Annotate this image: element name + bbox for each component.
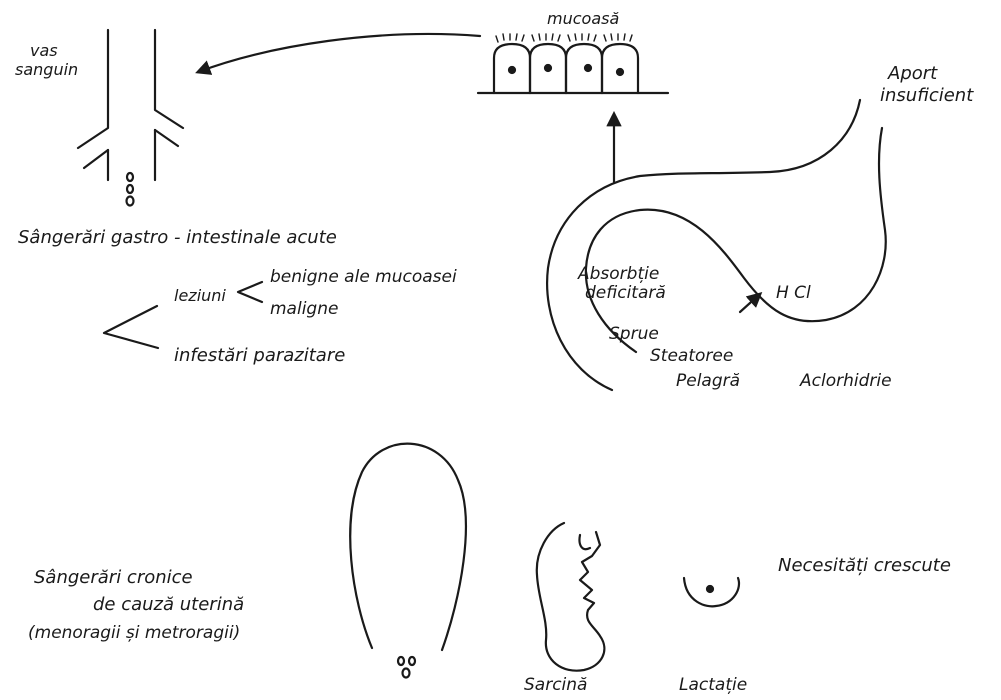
label-sanguin: sanguin — [15, 61, 78, 79]
label-cauza-uterina: de cauză uterină — [93, 595, 244, 616]
fetus-drawing — [537, 523, 605, 671]
label-maligne: maligne — [270, 300, 338, 320]
label-aclorhidrie: Aclorhidrie — [800, 372, 892, 392]
label-leziuni: leziuni — [174, 287, 226, 305]
label-benigne: benigne ale mucoasei — [270, 268, 457, 288]
blood-vessel-drawing — [78, 30, 183, 206]
label-infestari: infestări parazitare — [174, 346, 345, 367]
label-lactatie: Lactație — [679, 676, 747, 696]
label-sangerari-acute: Sângerări gastro - intestinale acute — [18, 228, 337, 249]
label-steatoree: Steatoree — [650, 347, 733, 367]
label-necesitati: Necesități crescute — [778, 556, 951, 577]
label-absorbtie: Absorbție — [578, 265, 659, 285]
breast-drawing — [684, 578, 739, 606]
leziuni-bracket — [238, 282, 262, 302]
label-aport: Aport — [888, 64, 937, 85]
label-mucoasa: mucoasă — [547, 10, 619, 28]
label-pelagra: Pelagră — [676, 372, 740, 392]
main-bracket — [104, 306, 158, 348]
label-hcl: H Cl — [776, 284, 811, 304]
mucosa-cells-drawing — [478, 34, 668, 93]
uterus-drawing — [350, 444, 466, 650]
label-insuficient: insuficient — [880, 86, 973, 107]
label-sprue: Sprue — [609, 325, 659, 345]
drops-uterus — [398, 657, 415, 678]
label-sangerari-cronice: Sângerări cronice — [34, 568, 193, 589]
label-deficitara: deficitară — [585, 284, 666, 304]
label-sarcina: Sarcină — [524, 676, 587, 696]
label-menoragii: (menoragii și metroragii) — [28, 624, 240, 644]
label-vas: vas — [30, 42, 58, 60]
arrow-mucosa-to-vessel — [198, 34, 480, 72]
